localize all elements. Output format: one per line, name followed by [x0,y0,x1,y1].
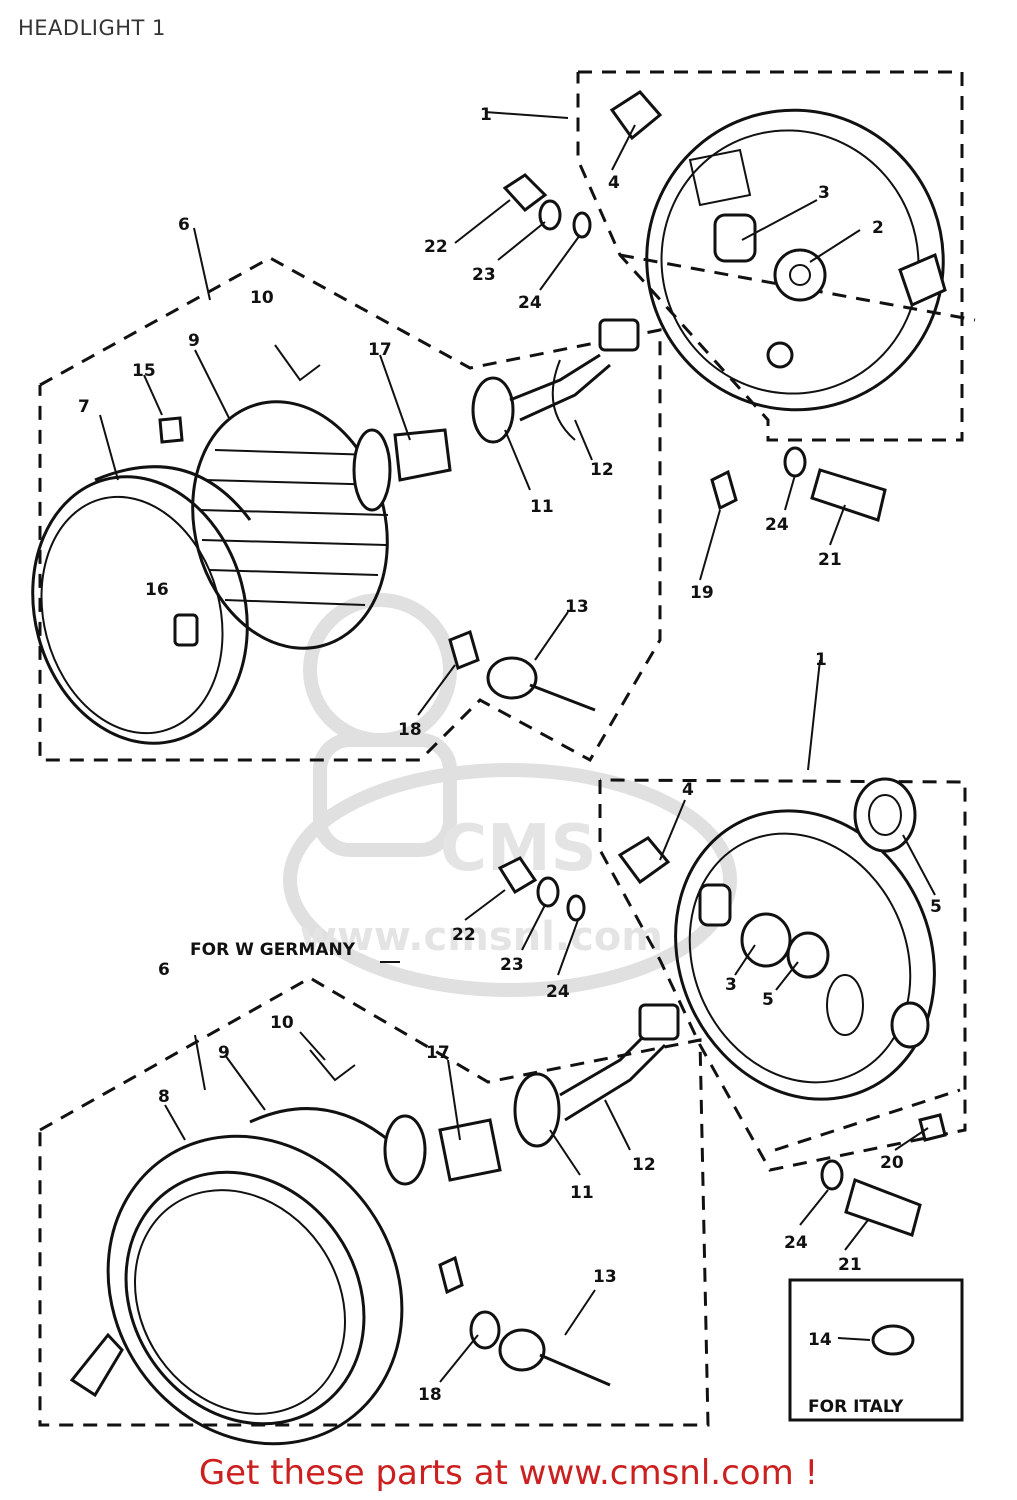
callout-7-upper: 7 [78,397,90,417]
get-parts-link[interactable]: Get these parts at www.cmsnl.com ! [198,1453,819,1493]
lower-assembly: FOR W GERMANY FOR ITALY [38,659,967,1446]
callout-1-lower: 1 [815,650,827,670]
callout-12-upper: 12 [590,460,614,480]
callout-24-upper: 24 [518,293,542,313]
callout-6-upper: 6 [178,215,190,235]
callout-20-lower: 20 [880,1153,904,1173]
callout-4-upper: 4 [608,173,620,193]
callout-5-lower: 5 [930,897,942,917]
callout-1-upper: 1 [480,105,492,125]
callout-18-lower: 18 [418,1385,442,1405]
callout-16-upper: 16 [145,580,169,600]
callout-3-lower: 3 [725,975,737,995]
upper-assembly [31,70,976,763]
callout-13-upper: 13 [565,597,589,617]
callout-4-lower: 4 [682,780,694,800]
callout-10-lower: 10 [270,1013,294,1033]
callout-15-upper: 15 [132,361,156,381]
callout-9-lower: 9 [218,1043,230,1063]
callout-24b-upper: 24 [765,515,789,535]
callout-3-upper: 3 [818,183,830,203]
callout-6-lower: 6 [158,960,170,980]
callout-23-lower: 23 [500,955,524,975]
callout-22-lower: 22 [452,925,476,945]
upper-callouts: 1 2 3 4 6 7 9 10 11 12 13 15 16 17 18 19… [78,105,884,740]
callout-19-upper: 19 [690,583,714,603]
front-arrow-icon [69,1332,124,1398]
callout-11-lower: 11 [570,1183,594,1203]
callout-23-upper: 23 [472,265,496,285]
page-title: HEADLIGHT 1 [18,16,166,40]
callout-8-lower: 8 [158,1087,170,1107]
callout-17-lower: 17 [426,1043,450,1063]
callout-21-lower: 21 [838,1255,862,1275]
callout-22-upper: 22 [424,237,448,257]
callout-10-upper: 10 [250,288,274,308]
callout-17-upper: 17 [368,340,392,360]
for-italy-box [788,1278,964,1422]
callout-12-lower: 12 [632,1155,656,1175]
callout-24-lower: 24 [546,982,570,1002]
callout-9-upper: 9 [188,331,200,351]
callout-24b-lower: 24 [784,1233,808,1253]
callout-2-upper: 2 [872,218,884,238]
callout-21-upper: 21 [818,550,842,570]
callout-5b-lower: 5 [762,990,774,1010]
callout-13-lower: 13 [593,1267,617,1287]
note-for-italy: FOR ITALY [808,1397,904,1417]
watermark-logo: CMS www.cmsnl.com [283,593,737,997]
note-for-w-germany: FOR W GERMANY [190,940,356,960]
callout-14-lower: 14 [808,1330,832,1350]
callout-18-upper: 18 [398,720,422,740]
lower-callouts: 1 3 4 5 5 6 8 9 10 11 12 13 14 17 18 20 … [158,650,942,1405]
watermark-text: www.cmsnl.com [300,914,663,960]
callout-11-upper: 11 [530,497,554,517]
